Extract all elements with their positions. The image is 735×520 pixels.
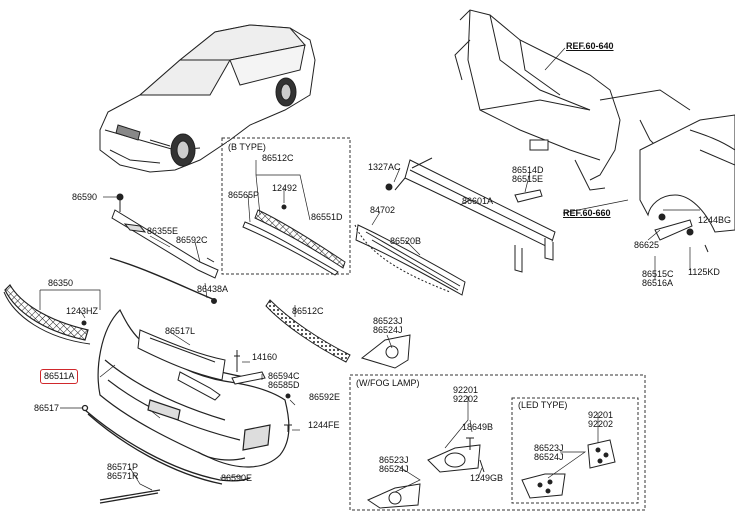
part-label-86571R[interactable]: 86571R — [107, 471, 139, 481]
part-label-86512C-btype[interactable]: 86512C — [262, 153, 294, 163]
part-label-86594C[interactable]: 86594C — [268, 371, 300, 381]
part-label-86523J-led[interactable]: 86523J — [534, 443, 564, 453]
b-type-box-title: (B TYPE) — [227, 142, 267, 152]
part-label-86515C[interactable]: 86515C — [642, 269, 674, 279]
part-label-86516A[interactable]: 86516A — [642, 278, 674, 288]
part-label-1244BG[interactable]: 1244BG — [698, 215, 732, 225]
part-label-86551D[interactable]: 86551D — [311, 212, 343, 222]
part-label-86592E[interactable]: 86592E — [309, 392, 341, 402]
part-label-86523J[interactable]: 86523J — [373, 316, 403, 326]
part-label-86565P[interactable]: 86565P — [228, 190, 260, 200]
part-label-86350[interactable]: 86350 — [48, 278, 74, 288]
part-label-86592C[interactable]: 86592C — [176, 235, 208, 245]
car-illustration — [99, 24, 316, 173]
bumper-reinforcement-86517L — [137, 329, 226, 401]
part-label-86511A[interactable]: 86511A — [40, 369, 79, 384]
small-brackets — [231, 350, 292, 432]
part-label-86571P[interactable]: 86571P — [107, 462, 139, 472]
part-label-86590E[interactable]: 86590E — [221, 473, 253, 483]
led-type-box-frame — [511, 397, 639, 504]
part-label-86585D[interactable]: 86585D — [268, 380, 300, 390]
part-label-86524J-fog[interactable]: 86524J — [379, 464, 409, 474]
part-label-86520B[interactable]: 86520B — [390, 236, 422, 246]
front-grille-86350 — [3, 284, 91, 345]
led-type-box-title: (LED TYPE) — [517, 400, 569, 410]
part-label-86517L[interactable]: 86517L — [165, 326, 196, 336]
ref-label-60-640[interactable]: REF.60-640 — [566, 41, 614, 51]
lower-molding — [81, 404, 251, 504]
fog-lamp-box-title: (W/FOG LAMP) — [355, 378, 421, 388]
energy-absorber-86520B — [354, 224, 466, 296]
center-grille-86512C — [265, 299, 351, 363]
part-label-86590[interactable]: 86590 — [72, 192, 98, 202]
part-label-86625[interactable]: 86625 — [634, 240, 660, 250]
part-label-1249GB[interactable]: 1249GB — [470, 473, 504, 483]
bumper-beam-86601A — [385, 157, 556, 273]
part-label-86601A[interactable]: 86601A — [462, 196, 494, 206]
part-label-1243HZ[interactable]: 1243HZ — [66, 306, 99, 316]
part-label-86514D[interactable]: 86514D — [512, 165, 544, 175]
part-label-86524J-led[interactable]: 86524J — [534, 452, 564, 462]
fog-covers — [360, 334, 616, 509]
part-label-92201[interactable]: 92201 — [453, 385, 479, 395]
part-label-92202-led[interactable]: 92202 — [588, 419, 614, 429]
b-type-grille — [242, 204, 346, 276]
part-label-86517[interactable]: 86517 — [34, 403, 60, 413]
part-label-14160[interactable]: 14160 — [252, 352, 278, 362]
leader-lines — [39, 47, 700, 493]
small-parts-right — [514, 189, 709, 253]
part-label-86523J-fog[interactable]: 86523J — [379, 455, 409, 465]
part-label-86355E[interactable]: 86355E — [147, 226, 179, 236]
part-label-1327AC[interactable]: 1327AC — [368, 162, 401, 172]
part-label-86512C[interactable]: 86512C — [292, 306, 324, 316]
part-label-18649B[interactable]: 18649B — [462, 422, 494, 432]
front-fender — [639, 114, 735, 233]
radiator-support — [454, 9, 691, 191]
part-label-86438A[interactable]: 86438A — [197, 284, 229, 294]
fog-lamp-box-frame — [349, 374, 646, 511]
b-type-box-frame — [221, 137, 351, 275]
part-label-92202[interactable]: 92202 — [453, 394, 479, 404]
ref-label-60-660[interactable]: REF.60-660 — [563, 208, 611, 218]
part-label-1125KD[interactable]: 1125KD — [688, 267, 720, 277]
part-label-1244FE[interactable]: 1244FE — [308, 420, 340, 430]
part-label-84702[interactable]: 84702 — [370, 205, 396, 215]
part-label-12492[interactable]: 12492 — [272, 183, 298, 193]
part-label-92201-led[interactable]: 92201 — [588, 410, 614, 420]
part-label-86524J[interactable]: 86524J — [373, 325, 403, 335]
part-label-86515E[interactable]: 86515E — [512, 174, 544, 184]
